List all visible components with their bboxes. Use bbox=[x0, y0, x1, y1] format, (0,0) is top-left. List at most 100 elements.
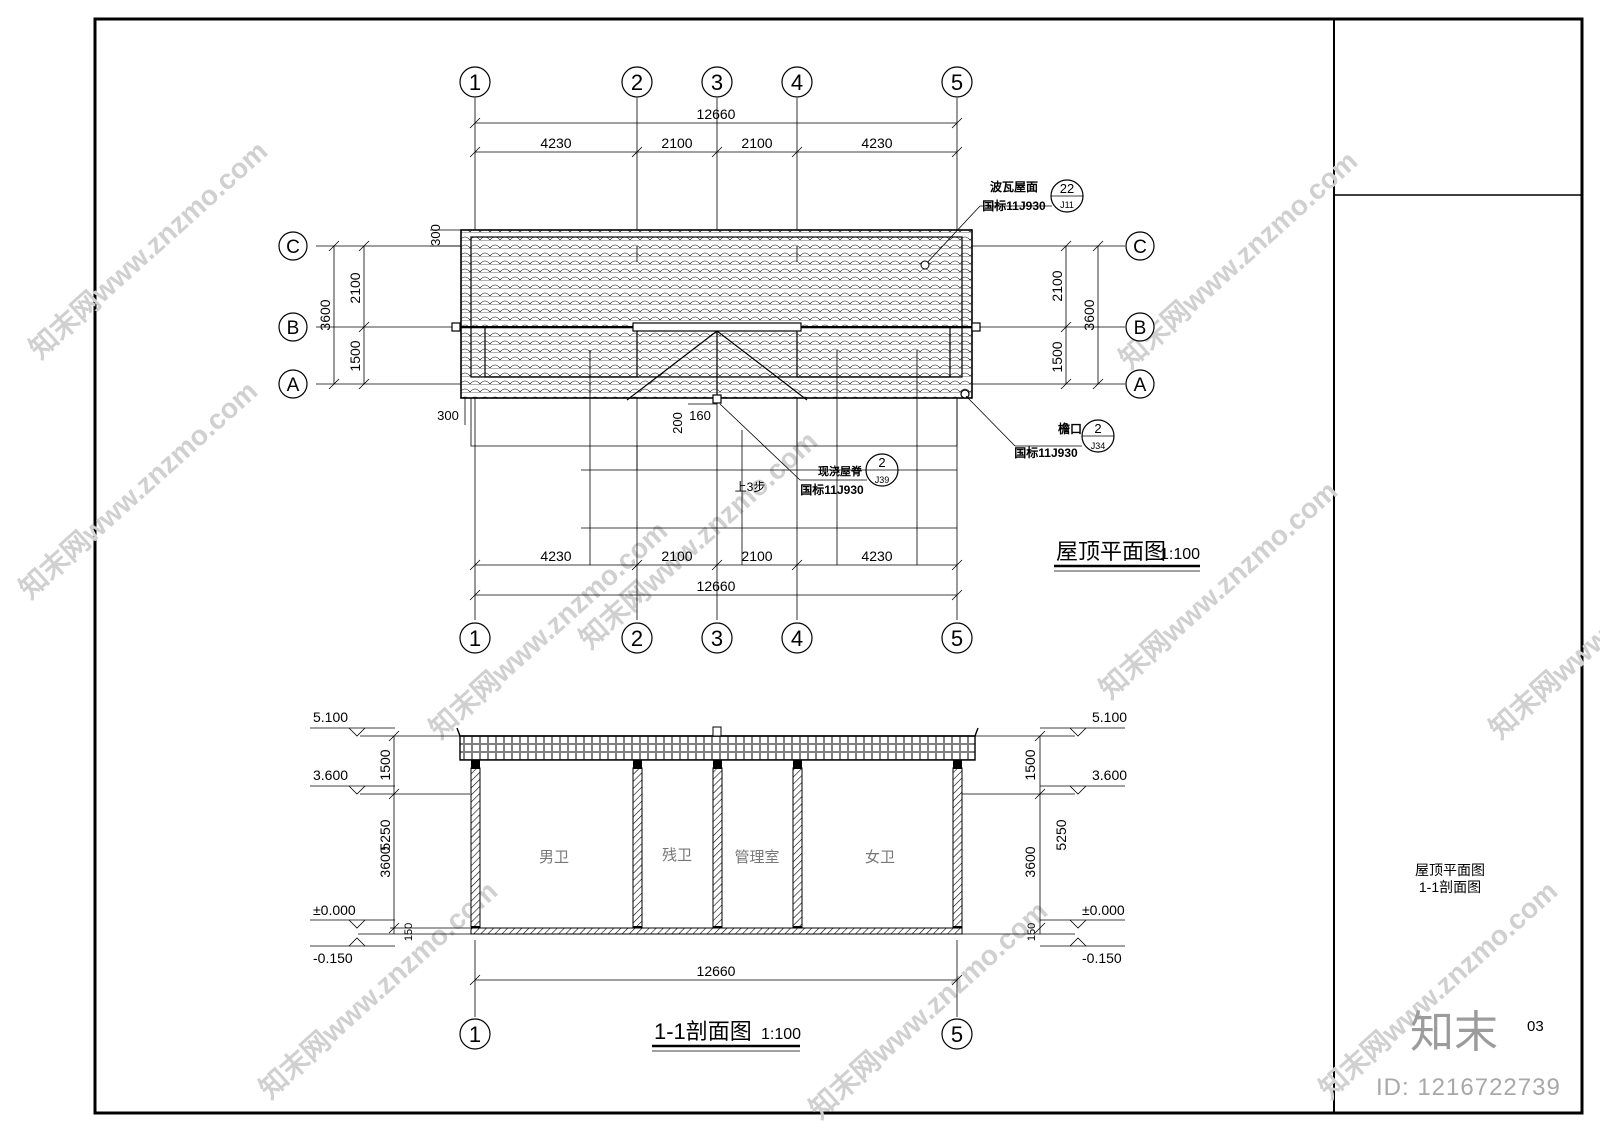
roof-plan-right-dim-lower: 1500 bbox=[1049, 341, 1065, 372]
section-dim-150-left: 150 bbox=[403, 923, 415, 941]
roof-plan-right-dim-total: 3600 bbox=[1081, 299, 1097, 330]
grid-label-4-bottom: 4 bbox=[791, 626, 803, 651]
section-ridge bbox=[712, 726, 722, 737]
callout-roof-label: 波瓦屋面 bbox=[990, 179, 1038, 194]
section-level-marks-left bbox=[310, 727, 470, 947]
grid-label-1-bottom: 1 bbox=[469, 626, 481, 651]
level-000-left: ±0.000 bbox=[313, 902, 356, 918]
room-label-management: 管理室 bbox=[734, 849, 779, 866]
svg-text:知末网www.znzmo.com: 知末网www.znzmo.com bbox=[1313, 874, 1564, 1104]
roof-plan-scale: 1:100 bbox=[1160, 546, 1200, 563]
roof-outline bbox=[451, 236, 981, 404]
svg-text:知末网www.znzmo.com: 知末网www.znzmo.com bbox=[1093, 474, 1344, 704]
sheet-title-block: 屋顶平面图 1-1剖面图 bbox=[1334, 862, 1566, 896]
grid-label-4-top: 4 bbox=[791, 70, 803, 95]
grid-label-a-left: A bbox=[287, 375, 300, 396]
grid-label-3-top: 3 bbox=[711, 70, 723, 95]
section-columns bbox=[470, 760, 963, 934]
roof-plan-bay-dim-bottom-3: 2100 bbox=[741, 548, 772, 564]
roof-plan-grid-bubbles-bottom bbox=[459, 622, 973, 654]
level-minus150-right: -0.150 bbox=[1082, 950, 1122, 966]
callout-eave-num: 2 bbox=[1094, 421, 1101, 436]
section-scale: 1:100 bbox=[761, 1026, 801, 1043]
roof-plan-dim-200: 200 bbox=[670, 412, 685, 434]
roof-plan-bay-dim-top-2: 2100 bbox=[661, 135, 692, 151]
grid-label-b-right: B bbox=[1134, 318, 1147, 339]
grid-label-2-top: 2 bbox=[631, 70, 643, 95]
grid-label-3-bottom: 3 bbox=[711, 626, 723, 651]
roof-plan-right-dim-upper: 2100 bbox=[1049, 270, 1065, 301]
level-000-right: ±0.000 bbox=[1082, 902, 1125, 918]
grid-label-1-top: 1 bbox=[469, 70, 481, 95]
level-3600-right: 3.600 bbox=[1092, 767, 1127, 783]
roof-plan-left-dim-upper: 2100 bbox=[347, 272, 363, 303]
svg-text:知末网www.znzmo.com: 知末网www.znzmo.com bbox=[1113, 144, 1364, 374]
svg-text:知末网www.znzmo.com: 知末网www.znzmo.com bbox=[573, 424, 824, 654]
level-minus150-left: -0.150 bbox=[313, 950, 353, 966]
grid-label-a-right: A bbox=[1134, 375, 1147, 396]
section-dim-5250-left: 5250 bbox=[377, 819, 393, 850]
roof-plan-steps-note: 上3步 bbox=[735, 480, 766, 494]
callout-eave bbox=[965, 395, 1115, 453]
callout-ridge bbox=[719, 403, 899, 487]
section-floor-slab bbox=[470, 927, 963, 935]
callout-ridge-ref: 国标11J930 bbox=[800, 482, 864, 497]
svg-text:知末网www.znzmo.com: 知末网www.znzmo.com bbox=[23, 134, 274, 364]
section-1-1: 男卫 残卫 管理室 女卫 5.100 3.600 ±0.000 -0.150 1… bbox=[310, 709, 1127, 1052]
section-bottom-dimension bbox=[469, 940, 963, 1017]
svg-text:知末网www.znzmo.com: 知末网www.znzmo.com bbox=[253, 874, 504, 1104]
grid-label-5-bottom: 5 bbox=[951, 626, 963, 651]
section-dim-1500-left: 1500 bbox=[377, 749, 393, 780]
outer-frame bbox=[93, 17, 1584, 1115]
grid-label-c-right: C bbox=[1133, 237, 1147, 258]
roof-plan-bay-dim-top-4: 4230 bbox=[861, 135, 892, 151]
callout-ridge-sheet: J39 bbox=[875, 475, 890, 485]
grid-label-2-bottom: 2 bbox=[631, 626, 643, 651]
section-dim-150-right: 150 bbox=[1026, 923, 1038, 941]
room-label-women: 女卫 bbox=[865, 848, 895, 866]
section-grid-label-5: 5 bbox=[951, 1022, 963, 1047]
section-dim-5250-right: 5250 bbox=[1053, 819, 1069, 850]
section-grid-bubble-1 bbox=[459, 1018, 491, 1050]
brand-logo: 知末 bbox=[1410, 1007, 1498, 1058]
callout-eave-label: 檐口 bbox=[1058, 421, 1082, 436]
roof-plan-bottom-dimensions bbox=[469, 559, 963, 601]
roof-plan-side-dimensions bbox=[328, 240, 1104, 390]
roof-plan-top-dimensions bbox=[469, 117, 963, 158]
callout-ridge-label: 现浇屋脊 bbox=[818, 464, 863, 478]
callout-roof-ref: 国标11J930 bbox=[982, 198, 1046, 213]
roof-plan-title: 屋顶平面图 bbox=[1056, 539, 1166, 564]
callout-eave-sheet: J34 bbox=[1091, 441, 1106, 451]
document-id: ID: 1216722739 bbox=[1376, 1074, 1561, 1101]
section-dim-1500-right: 1500 bbox=[1022, 749, 1038, 780]
section-level-marks-right bbox=[962, 727, 1125, 947]
roof-plan-bay-dim-bottom-4: 4230 bbox=[861, 548, 892, 564]
roof-plan-bay-dim-bottom-1: 4230 bbox=[540, 548, 571, 564]
roof-plan-bay-dim-top-3: 2100 bbox=[741, 135, 772, 151]
section-dim-3600-left: 3600 bbox=[377, 846, 393, 877]
section-grid-bubble-5 bbox=[941, 1018, 973, 1050]
room-label-men: 男卫 bbox=[539, 849, 569, 866]
callout-ridge-num: 2 bbox=[878, 455, 885, 470]
roof-plan-overall-dim-top: 12660 bbox=[697, 106, 736, 122]
sheet-title-roof-plan: 屋顶平面图 bbox=[1415, 862, 1485, 878]
level-5100-right: 5.100 bbox=[1092, 709, 1127, 725]
callout-roof-num: 22 bbox=[1060, 181, 1074, 196]
roof-plan-left-dim-lower: 1500 bbox=[347, 340, 363, 371]
roof-plan-row-bubbles bbox=[278, 231, 1155, 399]
callout-roof bbox=[920, 179, 1084, 270]
roof-plan-overall-dim-bottom: 12660 bbox=[697, 578, 736, 594]
grid-label-c-left: C bbox=[286, 237, 300, 258]
sheet-title-section: 1-1剖面图 bbox=[1418, 879, 1482, 895]
roof-plan-bay-dim-top-1: 4230 bbox=[540, 135, 571, 151]
section-grid-label-1: 1 bbox=[469, 1022, 481, 1047]
roof-plan: 12660 4230 2100 2100 4230 1 2 3 4 5 C B … bbox=[278, 66, 1200, 654]
page-number: 03 bbox=[1527, 1018, 1544, 1035]
roof-plan-offset-top: 300 bbox=[428, 224, 443, 246]
section-dim-3600-right: 3600 bbox=[1022, 846, 1038, 877]
section-overall-dim: 12660 bbox=[697, 963, 736, 979]
level-5100-left: 5.100 bbox=[313, 709, 348, 725]
callout-roof-sheet: J11 bbox=[1060, 200, 1074, 210]
svg-text:知末网www.znzmo.com: 知末网www.znzmo.com bbox=[13, 374, 264, 604]
